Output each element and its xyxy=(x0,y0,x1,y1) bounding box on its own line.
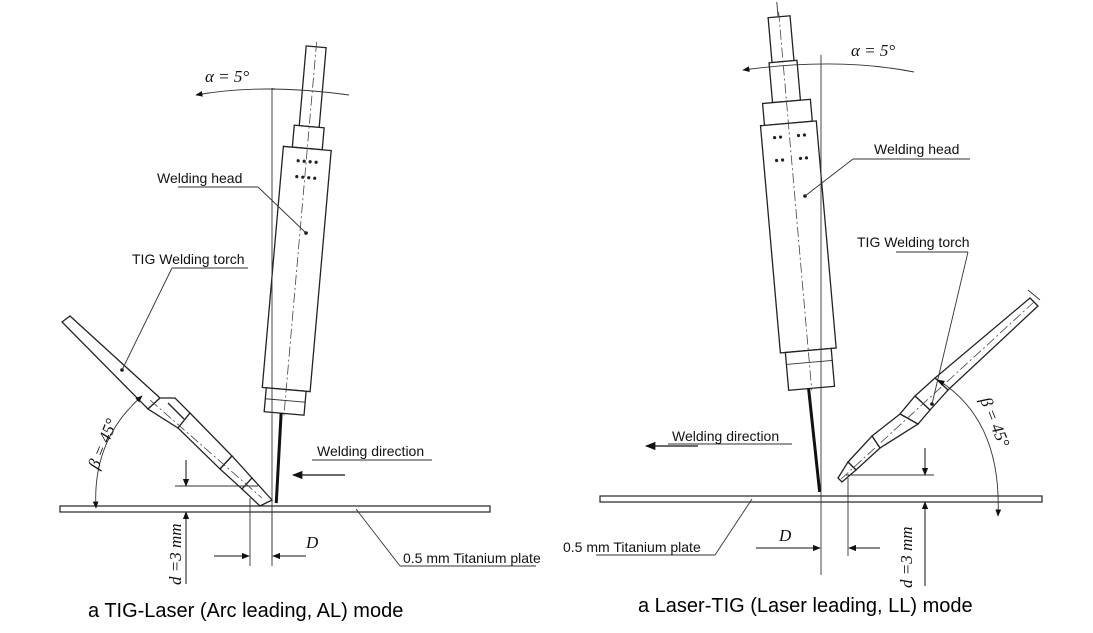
right-panel: α = 5° β = 45° Welding head TIG Welding … xyxy=(563,1,1043,617)
tig-torch xyxy=(837,289,1041,483)
left-alpha-label: α = 5° xyxy=(205,67,249,86)
left-beta-label: β = 45° xyxy=(84,416,122,473)
right-plate-label: 0.5 mm Titanium plate xyxy=(563,539,701,555)
left-welding-head-label: Welding head xyxy=(157,170,242,186)
right-D-label: D xyxy=(778,526,792,545)
right-direction-label: Welding direction xyxy=(672,428,779,444)
tig-torch xyxy=(61,315,274,507)
right-d-label: d =3 mm xyxy=(897,526,916,588)
right-caption: a Laser-TIG (Laser leading, LL) mode xyxy=(638,595,973,617)
right-welding-head-label: Welding head xyxy=(874,141,959,157)
left-d-label: d =3 mm xyxy=(166,523,185,585)
left-D-label: D xyxy=(305,533,319,552)
left-direction-label: Welding direction xyxy=(317,443,424,459)
left-panel: α = 5° β = 45° Welding head TIG Welding … xyxy=(59,41,541,622)
left-torch-label: TIG Welding torch xyxy=(132,251,245,267)
welding-head xyxy=(759,1,837,493)
titanium-plate xyxy=(59,505,491,513)
left-plate-label: 0.5 mm Titanium plate xyxy=(403,550,541,566)
welding-head xyxy=(261,41,332,504)
right-beta-label: β = 45° xyxy=(976,393,1014,450)
right-alpha-label: α = 5° xyxy=(851,41,895,60)
left-caption: a TIG-Laser (Arc leading, AL) mode xyxy=(88,600,403,622)
right-torch-label: TIG Welding torch xyxy=(857,234,970,250)
